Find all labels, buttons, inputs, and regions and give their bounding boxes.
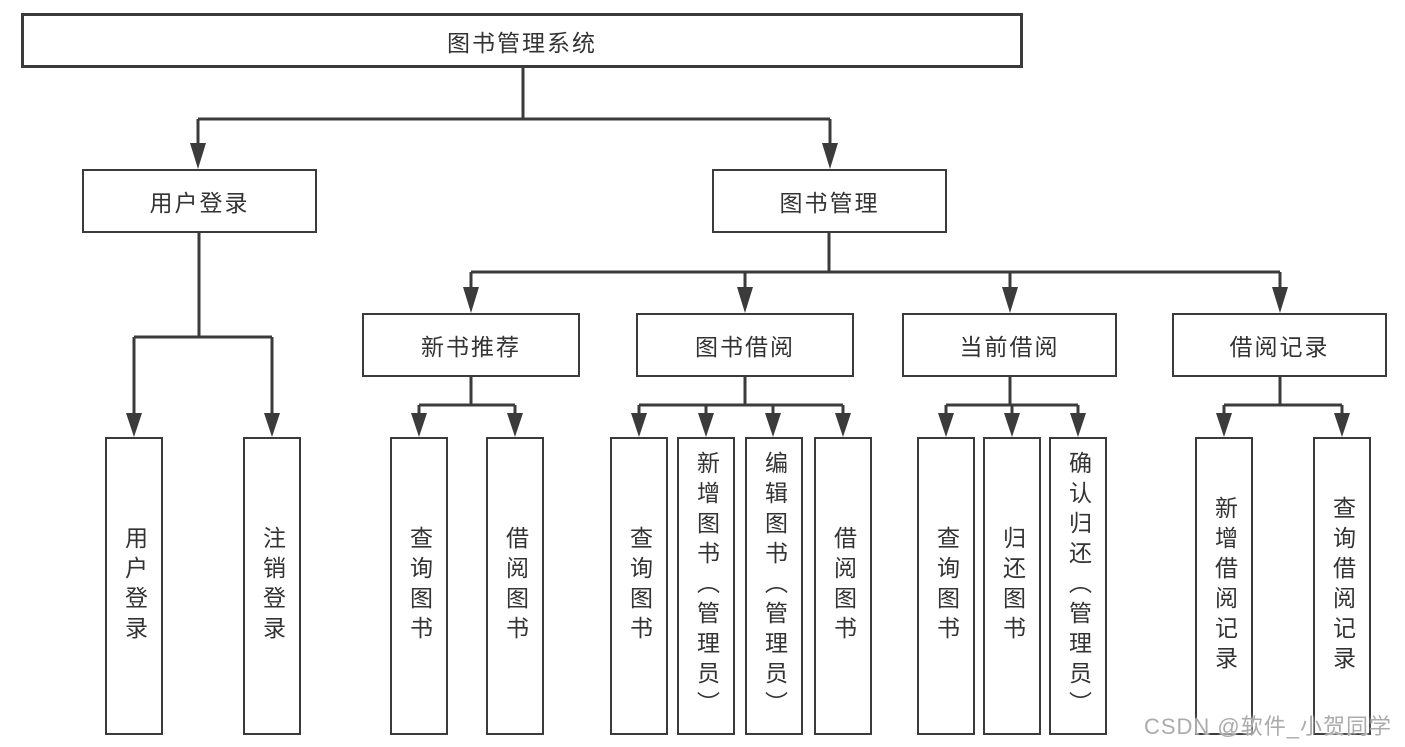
arrow-down-icon	[126, 413, 142, 437]
arrow-down-icon	[463, 287, 479, 313]
wire-borrow-to-leaves	[637, 377, 845, 417]
leaf-borrow-edit-books-admin: 编辑图书（管理员）	[745, 437, 803, 735]
arrow-down-icon	[1334, 413, 1350, 437]
arrow-down-icon	[1002, 287, 1018, 313]
arrow-down-icon	[264, 413, 280, 437]
leaf-logout: 注销登录	[243, 437, 301, 735]
arrow-down-icon	[1216, 413, 1232, 437]
leaf-newbook-borrow-books: 借阅图书	[486, 437, 544, 735]
node-book-management: 图书管理	[712, 169, 947, 233]
wire-bookmgmt-to-level3	[469, 233, 1282, 291]
leaf-borrow-query-books: 查询图书	[610, 437, 668, 735]
arrow-down-icon	[765, 413, 781, 437]
arrow-down-icon	[698, 413, 714, 437]
arrow-down-icon	[822, 143, 838, 169]
node-book-borrowing: 图书借阅	[636, 313, 854, 377]
node-current-borrowing: 当前借阅	[902, 313, 1117, 377]
arrow-down-icon	[1004, 413, 1020, 437]
node-new-book-recommend: 新书推荐	[362, 313, 580, 377]
arrow-down-icon	[1272, 287, 1288, 313]
arrow-down-icon	[1070, 413, 1086, 437]
arrow-down-icon	[190, 143, 206, 169]
arrow-down-icon	[507, 413, 523, 437]
leaf-borrow-borrow-books: 借阅图书	[814, 437, 872, 735]
leaf-user-login: 用户登录	[105, 437, 163, 735]
watermark-text: CSDN @软件_小贺同学	[1143, 714, 1392, 739]
connector-paths	[132, 68, 1344, 417]
leaf-current-confirm-return-admin: 确认归还（管理员）	[1049, 437, 1107, 735]
node-user-login: 用户登录	[82, 169, 317, 233]
wire-root-to-level2	[196, 68, 832, 147]
leaf-current-return-books: 归还图书	[983, 437, 1041, 735]
leaf-borrow-add-books-admin: 新增图书（管理员）	[677, 437, 735, 735]
wire-userlogin-to-leaves	[132, 233, 274, 417]
arrow-down-icon	[411, 413, 427, 437]
node-library-management-system: 图书管理系统	[21, 13, 1023, 68]
arrow-down-icon	[631, 413, 647, 437]
arrowheads	[126, 143, 1350, 437]
wire-current-to-leaves	[944, 377, 1080, 417]
leaf-newbook-query-books: 查询图书	[390, 437, 448, 735]
arrow-down-icon	[835, 413, 851, 437]
leaf-current-query-books: 查询图书	[917, 437, 975, 735]
leaf-records-add-record: 新增借阅记录	[1195, 437, 1253, 735]
arrow-down-icon	[938, 413, 954, 437]
arrow-down-icon	[737, 287, 753, 313]
node-borrowing-records: 借阅记录	[1172, 313, 1387, 377]
wire-records-to-leaves	[1222, 377, 1344, 417]
wire-newbook-to-leaves	[417, 377, 517, 417]
leaf-records-query-record: 查询借阅记录	[1313, 437, 1371, 735]
